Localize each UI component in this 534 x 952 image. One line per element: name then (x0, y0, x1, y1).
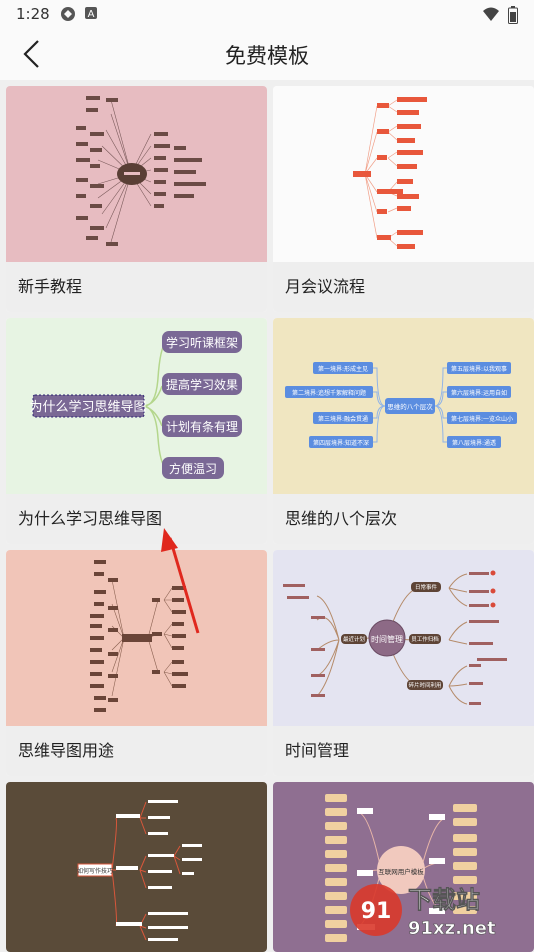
mindmap-preview: 思维的八个层次 第一境界:形成主见 第二境界:追想千絮解释问题 第三境界:融会贯… (273, 318, 534, 494)
template-label: 时间管理 (273, 726, 534, 776)
template-label: 月会议流程 (273, 262, 534, 312)
template-card-mindmap-uses[interactable]: 思维导图用途 (6, 550, 267, 776)
watermark-text: 下载站 (408, 886, 480, 914)
template-thumbnail: 如何写作技巧 (6, 782, 267, 952)
center-node: 时间管理 (371, 634, 403, 644)
template-thumbnail (6, 550, 267, 726)
branch-node: 提高学习效果 (166, 377, 238, 392)
branch-node: 员工作归档 (411, 635, 439, 643)
template-card-writing[interactable]: 如何写作技巧 (6, 782, 267, 952)
template-card-monthly-meeting[interactable]: 月会议流程 (273, 86, 534, 312)
template-label: 思维的八个层次 (273, 494, 534, 544)
branch-node: 学习听课框架 (166, 335, 238, 350)
left-node: 第三境界:融会贯通 (318, 415, 368, 423)
template-label: 新手教程 (6, 262, 267, 312)
watermark-badge: 91 (361, 899, 392, 924)
watermark-logo: 91 下载站 91xz.net (348, 874, 528, 944)
branch-node: 计划有条有理 (166, 420, 238, 434)
wifi-icon (482, 6, 500, 22)
mindmap-preview: 为什么学习思维导图 学习听课框架 提高学习效果 计划有条有理 方便温习 (6, 318, 267, 494)
template-thumbnail (6, 86, 267, 262)
template-card-eight-levels[interactable]: 思维的八个层次 第一境界:形成主见 第二境界:追想千絮解释问题 第三境界:融会贯… (273, 318, 534, 544)
template-grid: 新手教程 月会议流程 (0, 80, 534, 950)
right-node: 第八层境界:通透 (452, 439, 496, 447)
svg-text:A: A (88, 9, 95, 20)
mindmap-preview (6, 86, 267, 262)
center-node: 为什么学习思维导图 (29, 399, 146, 415)
center-node: 如何写作技巧 (77, 867, 113, 875)
mindmap-preview (273, 86, 534, 262)
left-node: 第四层境界:知道不深 (313, 439, 369, 447)
branch-node: 碎片时间利用 (408, 681, 441, 689)
mindmap-preview: 如何写作技巧 (6, 782, 267, 952)
right-node: 第五层境界:以我观事 (451, 365, 507, 373)
template-thumbnail (273, 86, 534, 262)
app-bar: 免费模板 (0, 28, 534, 80)
template-card-time-management[interactable]: 时间管理 日常事件 最近计划 员工作归档 碎片时间利用 时间管理 (273, 550, 534, 776)
template-thumbnail: 时间管理 日常事件 最近计划 员工作归档 碎片时间利用 (273, 550, 534, 726)
mindmap-preview (6, 550, 267, 726)
template-thumbnail: 思维的八个层次 第一境界:形成主见 第二境界:追想千絮解释问题 第三境界:融会贯… (273, 318, 534, 494)
template-card-beginner[interactable]: 新手教程 (6, 86, 267, 312)
template-label: 思维导图用途 (6, 726, 267, 776)
mindmap-preview: 时间管理 日常事件 最近计划 员工作归档 碎片时间利用 (273, 550, 534, 726)
left-node: 第一境界:形成主见 (318, 365, 368, 373)
branch-node: 最近计划 (343, 635, 365, 643)
watermark-logo: 91 下载站 91xz.net (348, 874, 528, 944)
right-node: 第六层境界:运用自如 (451, 389, 507, 397)
app-a-icon: A (84, 6, 98, 20)
page-title: 免费模板 (0, 40, 534, 70)
template-label: 为什么学习思维导图 (6, 494, 267, 544)
branch-node: 方便温习 (169, 461, 217, 476)
left-node: 第二境界:追想千絮解释问题 (292, 389, 366, 397)
branch-node: 日常事件 (415, 583, 438, 591)
template-thumbnail: 为什么学习思维导图 学习听课框架 提高学习效果 计划有条有理 方便温习 (6, 318, 267, 494)
template-card-why-mindmap[interactable]: 为什么学习思维导图 学习听课框架 提高学习效果 计划有条有理 方便温习 为什么学… (6, 318, 267, 544)
status-time: 1:28 (16, 5, 50, 23)
right-node: 第七层境界:一览众山小 (451, 415, 513, 423)
battery-icon (508, 6, 518, 24)
watermark-url: 91xz.net (408, 918, 496, 939)
status-bar: 1:28 A (0, 0, 534, 28)
sync-icon (60, 6, 76, 22)
center-node: 思维的八个层次 (387, 402, 433, 411)
